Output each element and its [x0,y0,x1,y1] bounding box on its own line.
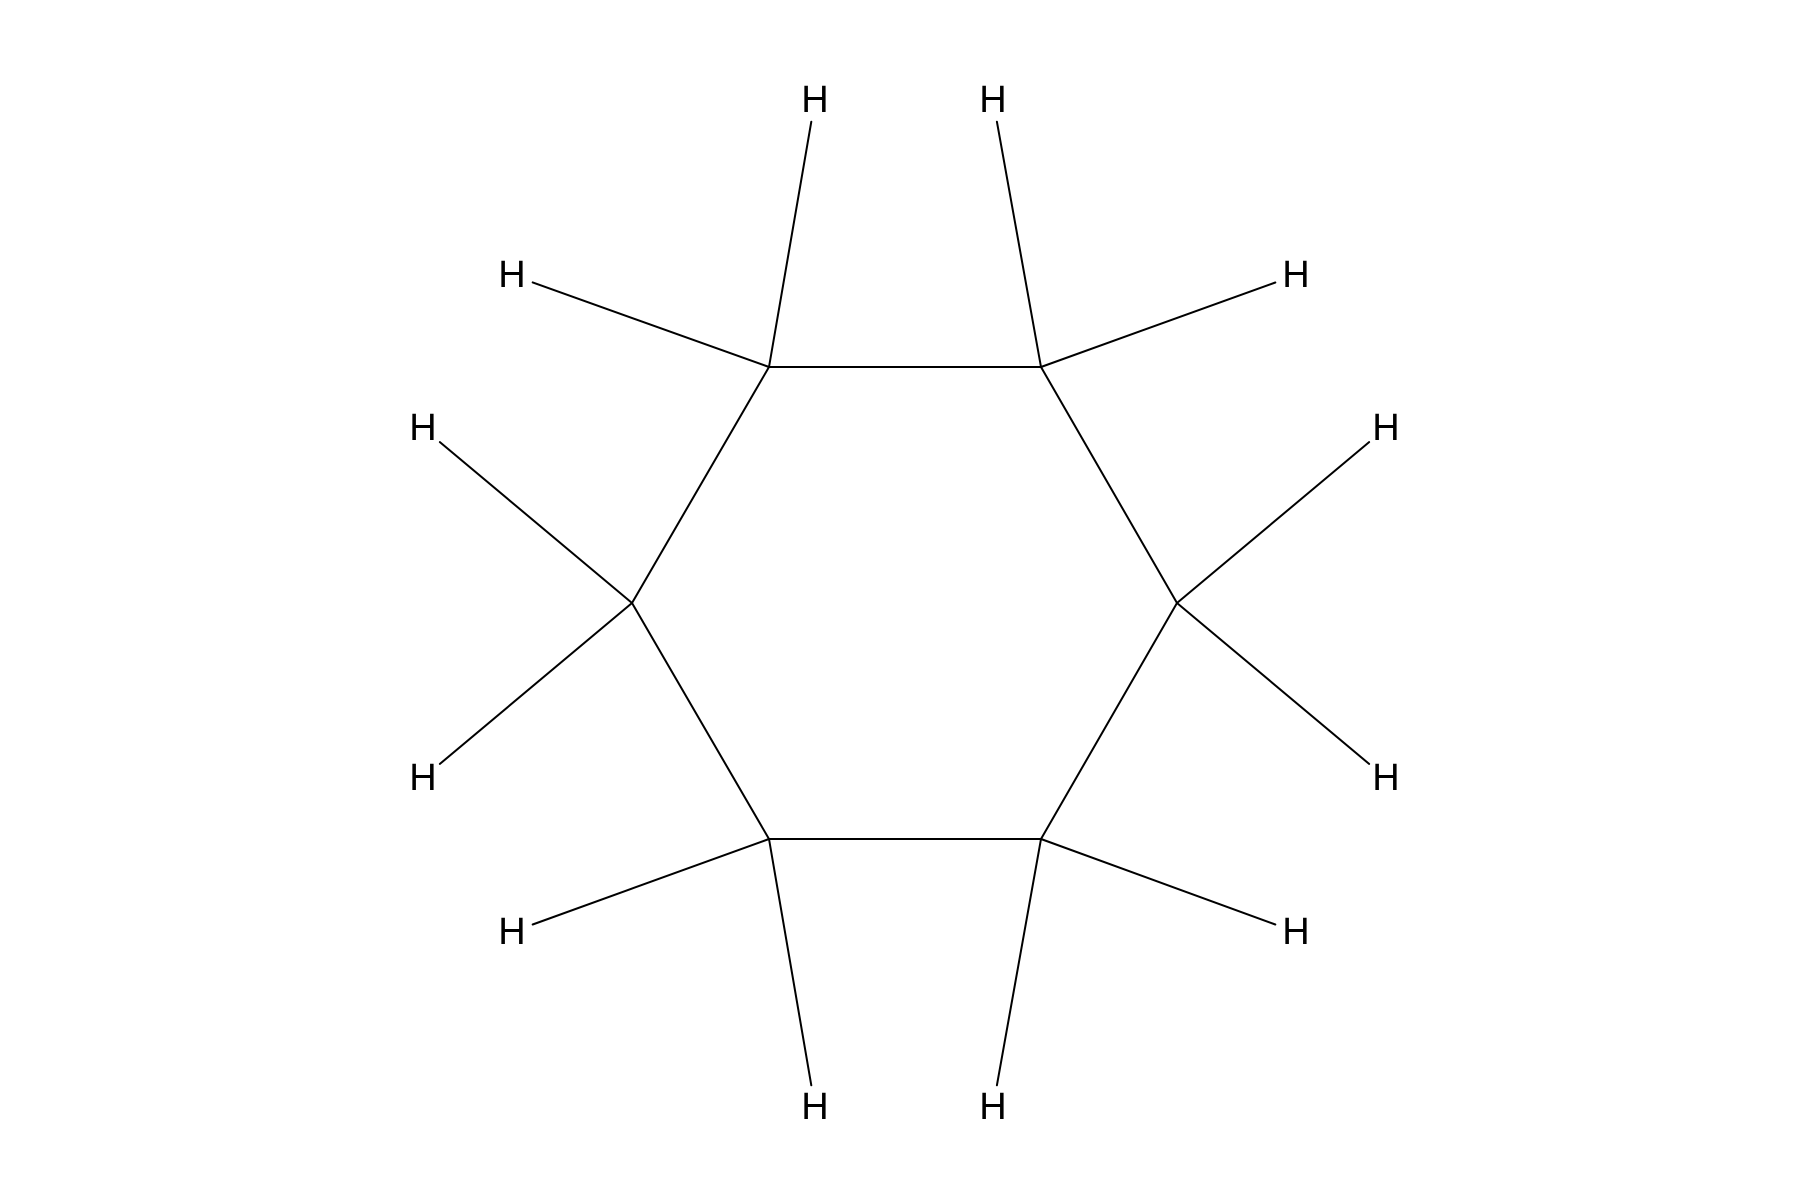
atom-label-h4a: H [1282,911,1309,953]
bond-c3-h3b [1176,602,1371,765]
atom-label-h6b: H [409,757,436,799]
atom-label-h1a: H [801,79,828,121]
bond-layer [438,120,1371,1087]
atom-label-h1b: H [498,254,525,296]
bond-c6-h6b [438,602,633,765]
atom-label-h5a: H [801,1086,828,1128]
bond-c2-h2a [995,120,1042,368]
atom-label-h2a: H [979,79,1006,121]
bond-c4-h4b [995,838,1042,1087]
atom-label-h3b: H [1372,757,1399,799]
bond-c4-h4a [1040,838,1277,926]
bond-c1-h1a [768,120,813,368]
bond-c6-h6a [438,441,633,604]
bond-c5-h5b [531,838,770,926]
bond-c3-c4 [1040,602,1178,840]
atom-label-h6a: H [409,407,436,449]
bond-c2-h2b [1040,281,1277,368]
bond-c2-c3 [1040,366,1178,604]
atom-label-layer: H H H H H H H H H H H H [409,79,1399,1128]
bond-c6-c1 [631,366,770,604]
bond-c5-h5a [768,838,813,1087]
bond-c1-h1b [531,281,770,368]
bond-c5-c6 [631,602,770,840]
atom-label-h4b: H [979,1086,1006,1128]
atom-label-h2b: H [1282,254,1309,296]
atom-label-h5b: H [498,911,525,953]
bond-c3-h3a [1176,441,1371,604]
atom-label-h3a: H [1372,407,1399,449]
